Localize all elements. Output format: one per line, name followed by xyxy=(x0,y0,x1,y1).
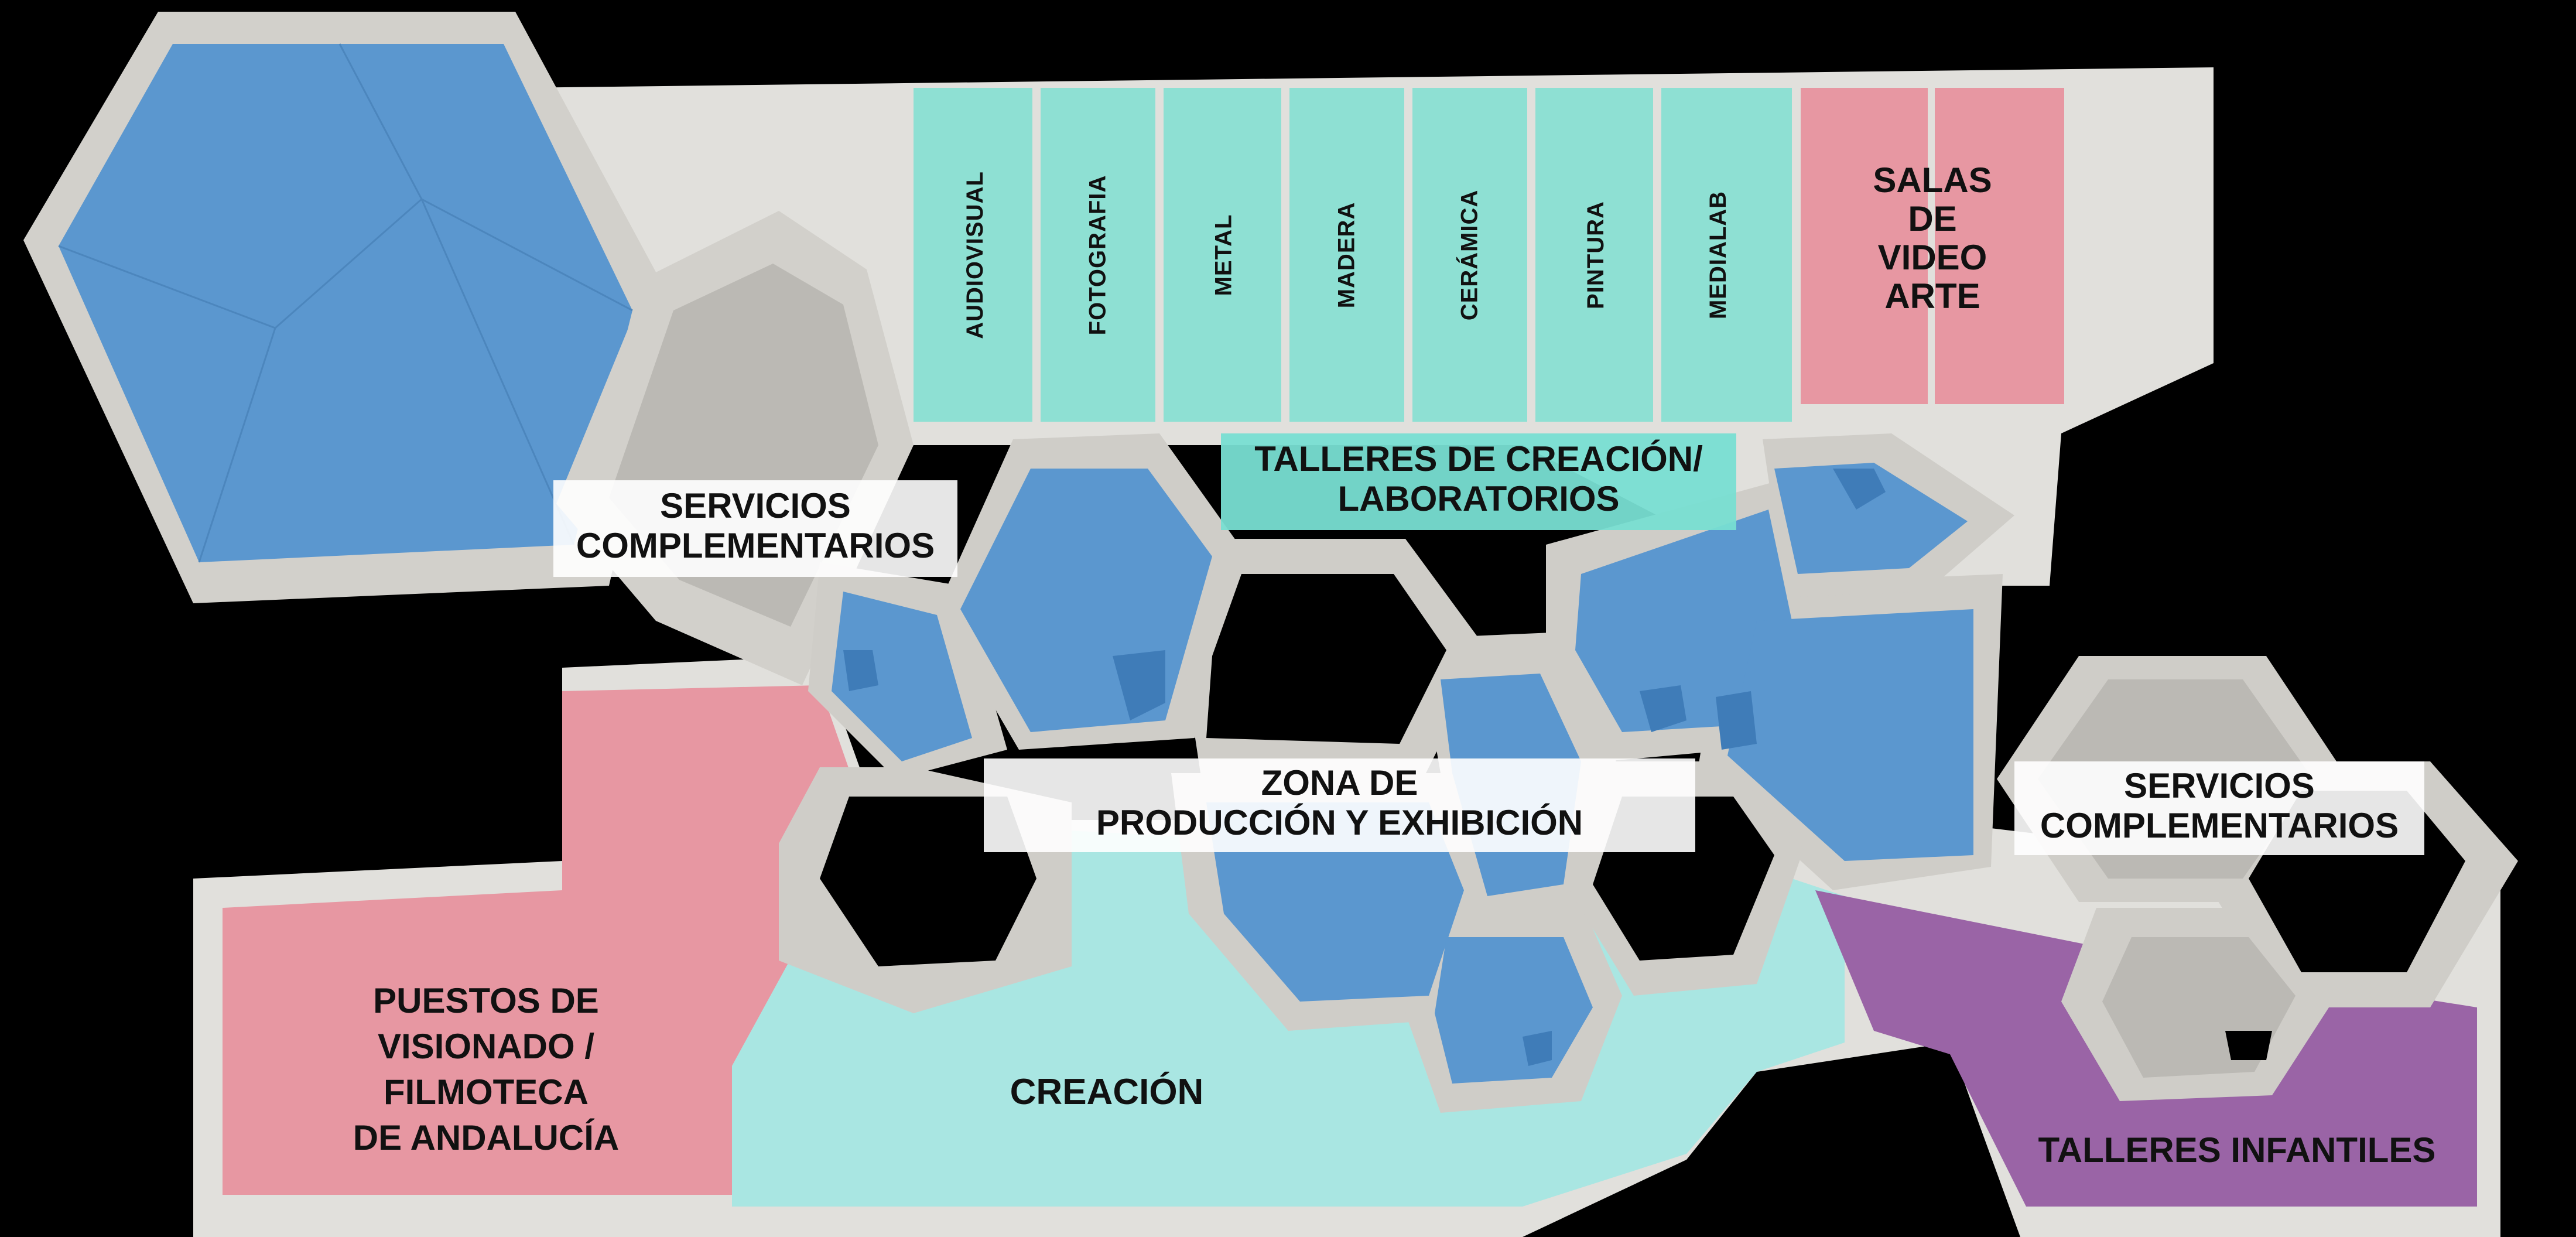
workshop-ceramica-label: CERÁMICA xyxy=(1408,91,1531,419)
servicios-complementarios-right-label: SERVICIOS COMPLEMENTARIOS xyxy=(2014,761,2424,855)
workshop-pintura-label: PINTURA xyxy=(1534,91,1657,419)
workshop-audiovisual-text: AUDIOVISUAL xyxy=(962,170,988,339)
workshop-madera-text: MADERA xyxy=(1333,201,1360,308)
workshop-medialab-label: MEDIALAB xyxy=(1657,91,1780,419)
workshop-ceramica-text: CERÁMICA xyxy=(1456,189,1483,320)
talleres-infantiles-text: TALLERES INFANTILES xyxy=(2038,1130,2436,1170)
puestos-visionado-label: PUESTOS DE VISIONADO / FILMOTECA DE ANDA… xyxy=(340,978,632,1161)
zona-line-2: PRODUCCIÓN Y EXHIBICIÓN xyxy=(1096,802,1583,842)
talleres-infantiles-label: TALLERES INFANTILES xyxy=(2003,1130,2471,1170)
salas-line-3: VIDEO xyxy=(1877,238,1987,277)
servicios-left-line-2: COMPLEMENTARIOS xyxy=(576,525,935,565)
salas-line-4: ARTE xyxy=(1884,276,1980,316)
workshop-fotografia-text: FOTOGRAFIA xyxy=(1085,175,1111,335)
large-pentagon-volume xyxy=(59,44,632,562)
salas-video-arte-label: SALAS DE VIDEO ARTE xyxy=(1827,161,2038,316)
workshop-metal-text: METAL xyxy=(1210,214,1237,296)
creacion-label: CREACIÓN xyxy=(960,1072,1253,1113)
puestos-line-2: VISIONADO / xyxy=(377,1027,595,1066)
puestos-line-1: PUESTOS DE xyxy=(373,981,599,1020)
salas-line-2: DE xyxy=(1908,199,1957,238)
puestos-line-4: DE ANDALUCÍA xyxy=(353,1118,620,1157)
puestos-zone xyxy=(223,685,867,1195)
workshop-fotografia-label: FOTOGRAFIA xyxy=(1036,91,1159,419)
workshop-medialab-text: MEDIALAB xyxy=(1705,190,1732,319)
workshop-madera-label: MADERA xyxy=(1285,91,1408,419)
talleres-creacion-line-2: LABORATORIOS xyxy=(1337,479,1620,518)
salas-line-1: SALAS xyxy=(1873,160,1992,200)
puestos-line-3: FILMOTECA xyxy=(384,1072,589,1112)
workshop-audiovisual-label: AUDIOVISUAL xyxy=(914,91,1036,419)
servicios-right-line-1: SERVICIOS xyxy=(2124,766,2315,805)
creacion-text: CREACIÓN xyxy=(1010,1072,1204,1112)
zona-line-1: ZONA DE xyxy=(1261,763,1418,802)
workshop-metal-label: METAL xyxy=(1162,91,1285,419)
servicios-right-line-2: COMPLEMENTARIOS xyxy=(2040,805,2399,845)
zona-produccion-label: ZONA DE PRODUCCIÓN Y EXHIBICIÓN xyxy=(984,758,1695,852)
talleres-creacion-line-1: TALLERES DE CREACIÓN/ xyxy=(1254,439,1703,479)
workshops-band xyxy=(914,88,1792,422)
workshop-pintura-text: PINTURA xyxy=(1582,200,1609,309)
workshop-dividers xyxy=(1032,88,1661,422)
servicios-complementarios-left-label: SERVICIOS COMPLEMENTARIOS xyxy=(553,480,957,577)
servicios-left-line-1: SERVICIOS xyxy=(660,486,851,525)
talleres-creacion-label: TALLERES DE CREACIÓN/ LABORATORIOS xyxy=(1221,433,1736,530)
